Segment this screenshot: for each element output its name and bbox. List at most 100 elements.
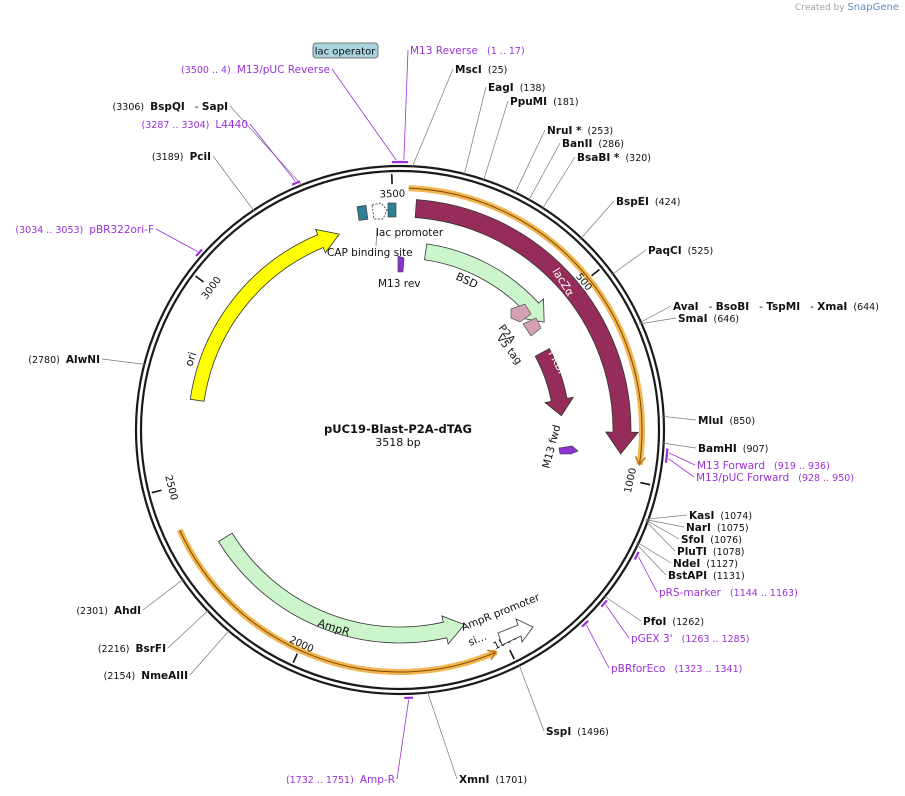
enzyme-leader [646, 519, 685, 528]
enzyme-site: BspEI (424) [616, 196, 680, 208]
enzyme-separator: - [749, 301, 766, 313]
enzyme-name: MluI [698, 415, 723, 427]
leader-lines [101, 49, 697, 780]
enzyme-site: NarI (1075) [686, 522, 749, 534]
enzyme-leader [635, 543, 667, 576]
primer-name: pRS-marker [659, 587, 722, 599]
fkbp-arrow [534, 348, 575, 417]
enzyme-leader [603, 595, 642, 622]
enzyme-name: TspMI [766, 301, 800, 313]
enzyme-name: PaqCI [648, 245, 682, 257]
enzyme-separator: - [800, 301, 817, 313]
enzyme-leader [142, 578, 185, 611]
feature-arcs [176, 185, 647, 675]
ampr-orange-arc-core [179, 529, 497, 673]
enzyme-site: BstAPI (1131) [668, 570, 745, 582]
enzyme-position: (646) [708, 314, 740, 325]
tick-mark [151, 489, 162, 494]
enzyme-site: BsaBI * (320) [577, 152, 651, 164]
lac-operator-mark [371, 202, 388, 220]
tick-label: 3000 [200, 275, 224, 302]
tick-mark [640, 481, 651, 486]
enzyme-leader [167, 609, 210, 649]
p2a-mark [510, 303, 532, 323]
enzyme-leader [229, 105, 304, 187]
primer-site: (1732 .. 1751) Amp-R [286, 774, 395, 786]
snapgene-credit: Created by SnapGene [795, 2, 899, 13]
ori-label: ori [182, 350, 199, 368]
enzyme-position: (1131) [707, 571, 745, 582]
enzyme-separator: - [699, 301, 716, 313]
enzyme-position: (1701) [489, 775, 527, 786]
backbone-outer [134, 164, 666, 696]
enzyme-name: PluTI [677, 546, 707, 558]
primer-leader [586, 625, 610, 669]
enzyme-separator: - [185, 101, 202, 113]
primer-leader [668, 452, 696, 466]
enzyme-leader [646, 514, 688, 520]
primer-name: Amp-R [360, 774, 395, 786]
enzyme-leader [212, 155, 256, 213]
primer-leader [638, 556, 658, 593]
enzyme-name: KasI [689, 510, 714, 522]
m13-rev-mark [397, 255, 405, 273]
primer-site: M13 Reverse (1 .. 17) [410, 45, 525, 57]
primer-mark [291, 180, 301, 186]
enzyme-position: (1076) [704, 535, 742, 546]
enzyme-position: (2216) [98, 644, 136, 655]
enzyme-leader [426, 690, 458, 780]
enzyme-position: (320) [619, 153, 651, 164]
enzyme-leader [579, 200, 615, 240]
enzyme-name: PpuMI [510, 96, 547, 108]
enzyme-position: (2301) [76, 606, 114, 617]
credit-brand: SnapGene [847, 2, 899, 13]
enzyme-site: PpuMI (181) [510, 96, 579, 108]
primer-name: pBR322ori-F [89, 224, 154, 236]
enzyme-leader [541, 156, 576, 210]
primer-range: (919 .. 936) [765, 461, 830, 472]
enzyme-position: (850) [723, 416, 755, 427]
enzyme-site: (3306) BspQI - SapI [113, 101, 228, 113]
enzyme-name: PciI [190, 151, 211, 163]
enzyme-position: (3189) [152, 152, 190, 163]
enzyme-name: BsrFI [135, 643, 166, 655]
primer-leader [403, 49, 409, 161]
m13-fwd-mark [558, 445, 579, 455]
lac-promoter-label: lac promoter [376, 227, 444, 239]
enzyme-leader [611, 249, 647, 276]
enzyme-leader [645, 520, 676, 552]
enzyme-position: (1262) [666, 617, 704, 628]
enzyme-site: BanII (286) [562, 138, 624, 150]
enzyme-name: SapI [202, 101, 228, 113]
primer-name: pBRforEco [611, 663, 665, 675]
enzyme-name: NdeI [673, 558, 700, 570]
enzyme-leader [463, 86, 487, 177]
primer-mark [633, 551, 640, 561]
enzyme-site: NdeI (1127) [673, 558, 738, 570]
enzyme-site: SmaI (646) [678, 313, 739, 325]
enzyme-name: SfoI [681, 534, 704, 546]
enzyme-position: (181) [547, 97, 579, 108]
enzyme-site: PaqCI (525) [648, 245, 713, 257]
primer-range: (1 .. 17) [478, 46, 525, 57]
primer-site: pRS-marker (1144 .. 1163) [659, 587, 798, 599]
ori-arrow [189, 228, 341, 402]
cap-site-mark [356, 205, 369, 221]
enzyme-leader [514, 129, 546, 195]
enzyme-name: PfoI [643, 616, 666, 628]
primer-range: (1263 .. 1285) [673, 634, 750, 645]
enzyme-site: EagI (138) [488, 82, 545, 94]
enzyme-leader [661, 442, 697, 449]
cap-site-label: CAP binding site [327, 247, 413, 259]
enzyme-site: MscI (25) [455, 64, 507, 76]
primer-range: (1732 .. 1751) [286, 775, 360, 786]
v5-mark [522, 317, 542, 337]
enzyme-name: NruI * [547, 125, 582, 137]
enzyme-name: XmnI [459, 774, 489, 786]
lac-operator-box [312, 42, 379, 59]
enzyme-site: (2154) NmeAIII [104, 670, 188, 682]
enzyme-name: BamHI [698, 443, 737, 455]
primer-site: M13/pUC Forward (928 .. 950) [696, 472, 854, 484]
enzyme-name: BspQI [150, 101, 185, 113]
lac-promoter-mark [387, 202, 397, 218]
